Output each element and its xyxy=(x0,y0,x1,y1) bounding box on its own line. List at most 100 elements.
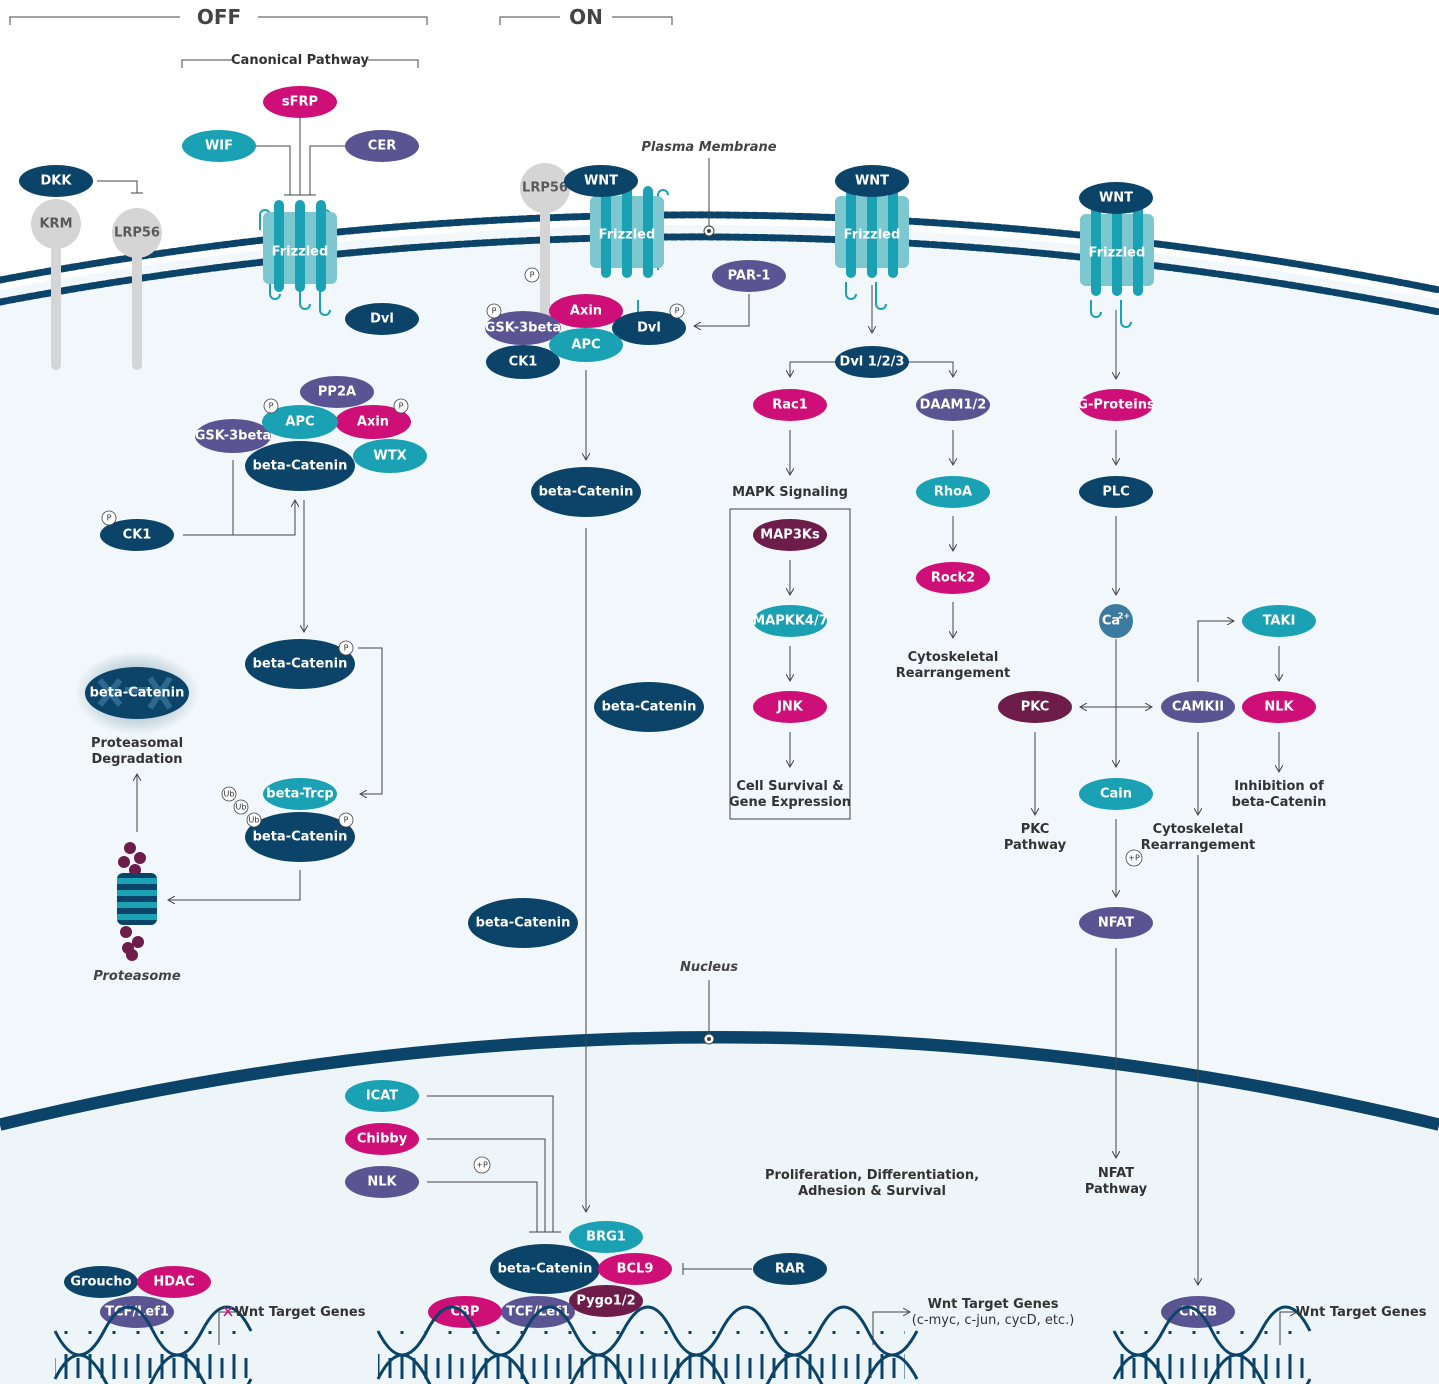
proteasomal-label-2: Degradation xyxy=(91,752,182,767)
node-wnt-1: WNT xyxy=(564,165,638,197)
svg-text:WNT: WNT xyxy=(584,174,618,189)
svg-text:2+: 2+ xyxy=(1118,612,1130,621)
nucleus-label: Nucleus xyxy=(680,960,738,975)
node-taki: TAKI xyxy=(1242,605,1316,637)
wnt-target-genes-off: Wnt Target Genes xyxy=(235,1305,366,1320)
svg-text:+P: +P xyxy=(1128,854,1140,863)
svg-text:GSK-3beta: GSK-3beta xyxy=(485,321,562,336)
frizzled-2: Frizzled xyxy=(835,174,909,310)
svg-text:Dvl: Dvl xyxy=(637,321,661,336)
node-beta-catenin-1: beta-Catenin xyxy=(531,467,641,517)
svg-text:Frizzled: Frizzled xyxy=(1089,246,1146,261)
proliferation-label-1: Proliferation, Differentiation, xyxy=(765,1168,979,1183)
plasma-membrane-label: Plasma Membrane xyxy=(641,140,776,155)
node-g-proteins: G-Proteins xyxy=(1077,389,1155,421)
svg-text:P: P xyxy=(399,402,404,411)
node-axin-on: Axin xyxy=(549,294,623,328)
svg-text:P: P xyxy=(344,816,349,825)
svg-text:WNT: WNT xyxy=(1099,191,1133,206)
frizzled-1: Frizzled xyxy=(590,186,669,328)
svg-text:P: P xyxy=(675,307,680,316)
node-beta-catenin-nucleus: beta-Catenin xyxy=(490,1244,600,1294)
proteasomal-label-1: Proteasomal xyxy=(91,736,183,751)
cytoskeletal-label-1b: Rearrangement xyxy=(896,666,1010,681)
node-ca: Ca2+ xyxy=(1099,604,1133,638)
connectors xyxy=(97,118,1297,1345)
plasma-membrane-outer xyxy=(0,211,1439,294)
cytoskeletal-label-1a: Cytoskeletal xyxy=(908,650,999,665)
svg-text:DKK: DKK xyxy=(41,174,73,189)
svg-text:OFF: OFF xyxy=(197,5,241,29)
inhibition-label-1: Inhibition of xyxy=(1234,779,1324,794)
svg-text:JNK: JNK xyxy=(776,700,804,715)
node-nlk-on: NLK xyxy=(1242,691,1316,723)
node-rar: RAR xyxy=(753,1253,827,1285)
cytoskeletal-label-2a: Cytoskeletal xyxy=(1153,822,1244,837)
svg-text:G-Proteins: G-Proteins xyxy=(1077,398,1155,413)
svg-text:sFRP: sFRP xyxy=(282,95,318,110)
node-beta-catenin-2: beta-Catenin xyxy=(594,682,704,732)
node-rhoa: RhoA xyxy=(916,476,990,508)
svg-text:CER: CER xyxy=(368,139,396,154)
node-beta-catenin-degraded: beta-Catenin xyxy=(75,651,199,735)
svg-text:APC: APC xyxy=(285,415,314,430)
svg-text:TCF/Lef1: TCF/Lef1 xyxy=(105,1305,169,1320)
node-bcl9: BCL9 xyxy=(598,1253,672,1285)
node-ck1-on: CK1 xyxy=(486,345,560,379)
proliferation-label-2: Adhesion & Survival xyxy=(798,1184,946,1199)
svg-text:Frizzled: Frizzled xyxy=(272,245,329,260)
svg-text:APC: APC xyxy=(571,338,600,353)
node-chibby: Chibby xyxy=(345,1123,419,1155)
node-beta-catenin-ub: beta-Catenin xyxy=(245,812,355,862)
svg-text:Ca: Ca xyxy=(1102,614,1120,629)
svg-text:beta-Catenin: beta-Catenin xyxy=(253,657,348,672)
node-wnt-3: WNT xyxy=(1079,182,1153,214)
node-dvl-off: Dvl xyxy=(345,303,419,335)
svg-text:Canonical Pathway: Canonical Pathway xyxy=(231,53,369,68)
wnt-target-genes-center-1: Wnt Target Genes xyxy=(928,1297,1059,1312)
plasma-membrane-inner xyxy=(0,233,1439,316)
svg-text:Rac1: Rac1 xyxy=(772,398,808,413)
blocked-x-icon xyxy=(223,1306,233,1317)
svg-text:P: P xyxy=(269,402,274,411)
svg-text:PP2A: PP2A xyxy=(318,385,356,400)
svg-text:Frizzled: Frizzled xyxy=(844,228,901,243)
svg-text:MAPKK4/7: MAPKK4/7 xyxy=(752,614,828,629)
svg-text:NFAT: NFAT xyxy=(1098,916,1134,931)
node-cain: Cain xyxy=(1079,778,1153,810)
node-plc: PLC xyxy=(1079,476,1153,508)
svg-text:ON: ON xyxy=(569,5,603,29)
svg-text:RAR: RAR xyxy=(775,1262,805,1277)
svg-text:RhoA: RhoA xyxy=(934,485,972,500)
svg-text:ICAT: ICAT xyxy=(366,1089,398,1104)
svg-text:PLC: PLC xyxy=(1102,485,1129,500)
svg-text:P: P xyxy=(530,271,535,280)
pkc-pathway-label-2: Pathway xyxy=(1004,838,1067,853)
node-map3ks: MAP3Ks xyxy=(753,519,827,551)
svg-text:P: P xyxy=(107,514,112,523)
node-rac1: Rac1 xyxy=(753,389,827,421)
svg-text:PAR-1: PAR-1 xyxy=(728,269,771,284)
node-dvl123: Dvl 1/2/3 xyxy=(835,346,909,378)
inhibition-label-2: beta-Catenin xyxy=(1232,795,1327,810)
cytoskeletal-label-2b: Rearrangement xyxy=(1141,838,1255,853)
node-brg1: BRG1 xyxy=(569,1221,643,1253)
node-gsk-off: GSK-3beta xyxy=(195,419,271,453)
svg-text:DAAM1/2: DAAM1/2 xyxy=(920,398,987,413)
node-dvl-on: Dvl xyxy=(612,311,686,345)
cell-survival-label-1: Cell Survival & xyxy=(736,779,843,794)
node-hdac: HDAC xyxy=(137,1266,211,1298)
svg-text:Ub: Ub xyxy=(249,816,260,825)
on-section-header: ON xyxy=(499,5,673,29)
svg-text:Axin: Axin xyxy=(570,304,602,319)
svg-text:+P: +P xyxy=(476,1161,488,1170)
svg-text:PKC: PKC xyxy=(1021,700,1050,715)
mapk-signaling-label: MAPK Signaling xyxy=(732,485,848,500)
lrp56-off-receptor: LRP56 xyxy=(112,208,162,370)
svg-text:TAKI: TAKI xyxy=(1263,614,1296,629)
svg-text:P: P xyxy=(344,644,349,653)
wnt-target-genes-center-2: (c-myc, c-jun, cycD, etc.) xyxy=(912,1313,1075,1328)
lrp56-on-receptor: LRP56 xyxy=(520,163,570,340)
svg-text:CK1: CK1 xyxy=(123,528,152,543)
